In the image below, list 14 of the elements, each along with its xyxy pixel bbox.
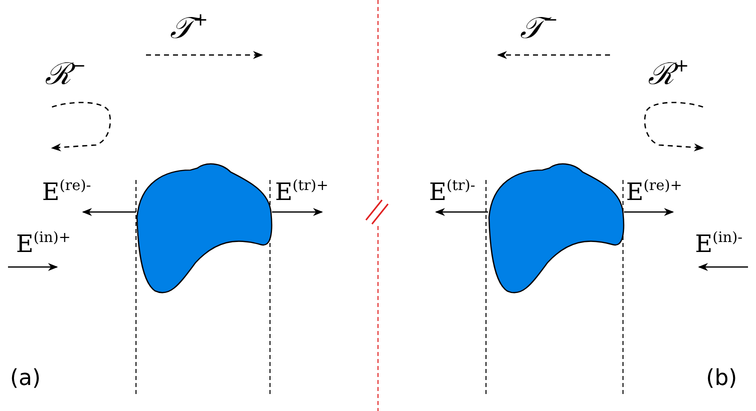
edge-label: E$^{(re)+}$ bbox=[626, 180, 682, 204]
arrow bbox=[272, 208, 323, 216]
edge-label: E$^{(tr)+}$ bbox=[275, 180, 328, 204]
arrow bbox=[82, 208, 136, 216]
panel-label: (b) bbox=[706, 368, 738, 390]
field-label: E$^{(in)-}$ bbox=[695, 232, 742, 256]
blob-shape bbox=[487, 162, 625, 294]
panel-label: (a) bbox=[10, 368, 41, 390]
field-label: E$^{(in)+}$ bbox=[16, 232, 71, 256]
edge-label: E$^{(tr)-}$ bbox=[429, 180, 476, 204]
arrow bbox=[435, 208, 488, 216]
edge-label: E$^{(re)-}$ bbox=[42, 180, 92, 204]
blob-shape bbox=[135, 162, 273, 294]
arrow bbox=[624, 208, 674, 216]
